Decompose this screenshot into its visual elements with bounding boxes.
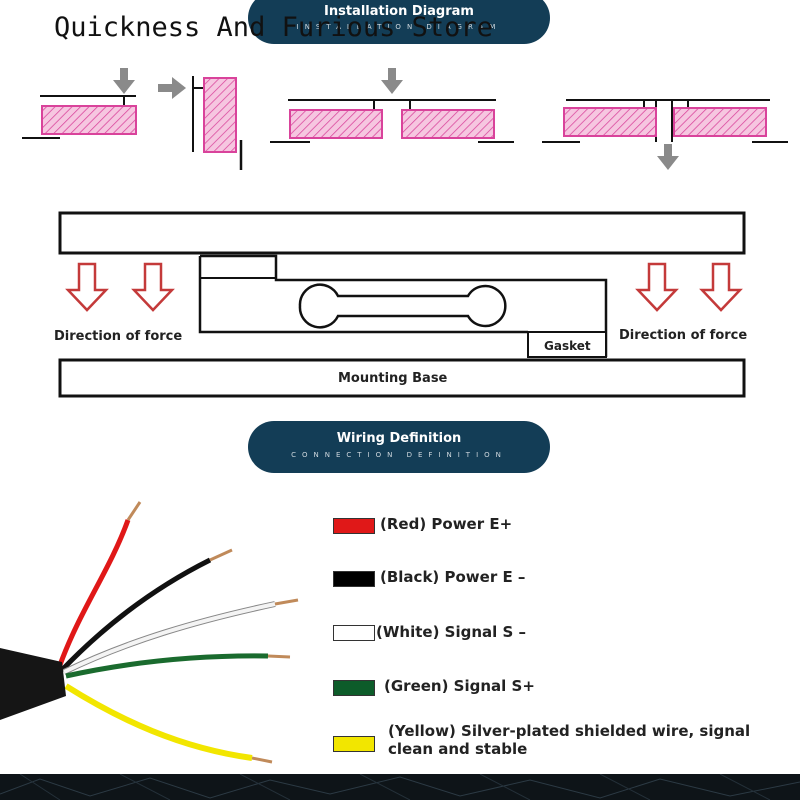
wiring-definition-subtitle: CONNECTION DEFINITION [291, 451, 507, 459]
black-wire [60, 557, 212, 672]
black-swatch [333, 571, 375, 587]
force-arrow-icon [65, 262, 109, 312]
red-wire-label: (Red) Power E+ [380, 515, 513, 533]
wiring-definition-header: Wiring Definition CONNECTION DEFINITION [248, 421, 550, 473]
black-wire-label: (Black) Power E – [380, 568, 526, 586]
load-cell-body [198, 254, 608, 357]
load-cell [41, 105, 137, 135]
load-cell [563, 107, 657, 137]
store-name: Quickness And Furious Store [54, 12, 493, 43]
installation-sketches [22, 68, 788, 170]
bottom-decoration [0, 774, 800, 800]
gasket-label: Gasket [544, 339, 591, 353]
down-arrow-icon [113, 68, 135, 94]
force-arrow-icon [635, 262, 679, 312]
load-cell [401, 109, 495, 139]
load-cell [203, 77, 237, 153]
force-arrow-icon [131, 262, 175, 312]
cable-sheath [0, 648, 66, 720]
right-arrow-icon [158, 77, 186, 99]
down-arrow-icon [381, 68, 403, 94]
white-wire [63, 602, 276, 674]
load-cell [673, 107, 767, 137]
mounting-base-label: Mounting Base [338, 371, 448, 386]
direction-of-force-right: Direction of force [619, 328, 748, 343]
red-swatch [333, 518, 375, 534]
installation-diagram-title: Installation Diagram [324, 4, 474, 19]
down-arrow-icon [657, 144, 679, 170]
force-diagram [58, 211, 746, 398]
strain-hole [298, 283, 507, 329]
gasket [527, 331, 607, 358]
installation-diagram-header: Installation Diagram INSTALLATION DIAGRA… [248, 0, 550, 44]
installation-diagram-subtitle: INSTALLATION DIAGRAM [296, 23, 502, 31]
direction-of-force-left: Direction of force [54, 329, 183, 344]
wiring-definition-title: Wiring Definition [336, 431, 462, 446]
green-wire [65, 653, 269, 679]
green-wire-label: (Green) Signal S+ [384, 677, 535, 695]
white-wire-label: (White) Signal S – [376, 623, 527, 641]
sketch-dual-top-load [270, 68, 514, 143]
sketch-vertical [158, 76, 243, 170]
load-cell [289, 109, 383, 139]
mounting-base [58, 358, 746, 398]
force-arrow-icon [699, 262, 743, 312]
yellow-wire [64, 683, 253, 761]
sketch-dual-hanging [542, 99, 788, 170]
green-swatch [333, 680, 375, 696]
red-wire [57, 519, 131, 666]
cable-illustration [0, 501, 299, 764]
top-plate [58, 211, 746, 255]
sketch-single-horizontal [22, 68, 137, 139]
white-swatch [333, 625, 375, 641]
yellow-wire-label: (Yellow) Silver-plated shielded wire, si… [388, 722, 751, 758]
yellow-swatch [333, 736, 375, 752]
